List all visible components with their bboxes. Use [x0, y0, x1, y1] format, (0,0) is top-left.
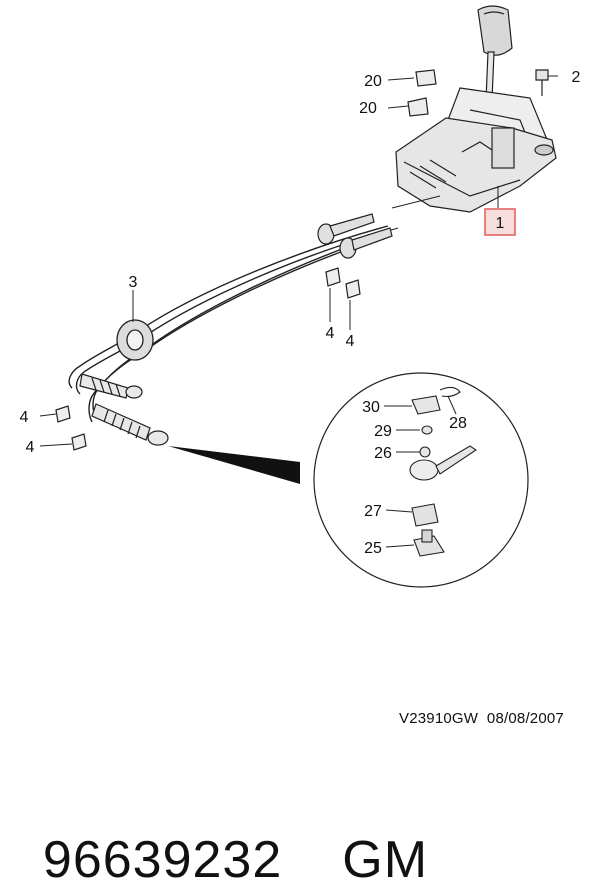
callout-4-c: 4 [20, 409, 29, 426]
detail-pointer [168, 446, 300, 484]
callout-20-b: 20 [359, 100, 377, 117]
grommet [116, 319, 154, 361]
callout-1: 1 [496, 215, 505, 232]
retaining-clips [407, 69, 437, 117]
callout-28: 28 [449, 415, 467, 432]
callout-26: 26 [374, 445, 392, 462]
reference-date: 08/08/2007 [486, 710, 564, 727]
callout-4-b: 4 [346, 333, 355, 350]
reference-code: V23910GW 08/08/2007 [399, 710, 564, 727]
bolt [535, 69, 549, 96]
callout-20-a: 20 [364, 73, 382, 90]
cable-ends [79, 373, 169, 446]
callout-29: 29 [374, 423, 392, 440]
callout-25: 25 [364, 540, 382, 557]
callout-30: 30 [362, 399, 380, 416]
part-footer: 96639232 GM [12, 782, 428, 886]
shifter-assembly [395, 5, 557, 213]
reference-number: V23910GW [399, 710, 479, 727]
leader-lines [39, 75, 558, 548]
callout-2: 2 [572, 69, 581, 86]
callout-4-a: 4 [326, 325, 335, 342]
cable-clips [55, 267, 361, 451]
cable-fittings [317, 213, 393, 259]
callout-4-d: 4 [26, 439, 35, 456]
callout-3: 3 [129, 274, 138, 291]
part-number: 96639232 [42, 831, 283, 889]
detail-view [313, 372, 529, 588]
callout-27: 27 [364, 503, 382, 520]
exploded-parts-diagram: 1 2 3 4 4 4 4 20 20 25 26 27 28 29 30 [20, 5, 581, 588]
highlight-box [484, 208, 516, 236]
brand-name: GM [342, 831, 429, 889]
callout-labels: 1 2 3 4 4 4 4 20 20 25 26 27 28 29 30 [20, 69, 581, 557]
